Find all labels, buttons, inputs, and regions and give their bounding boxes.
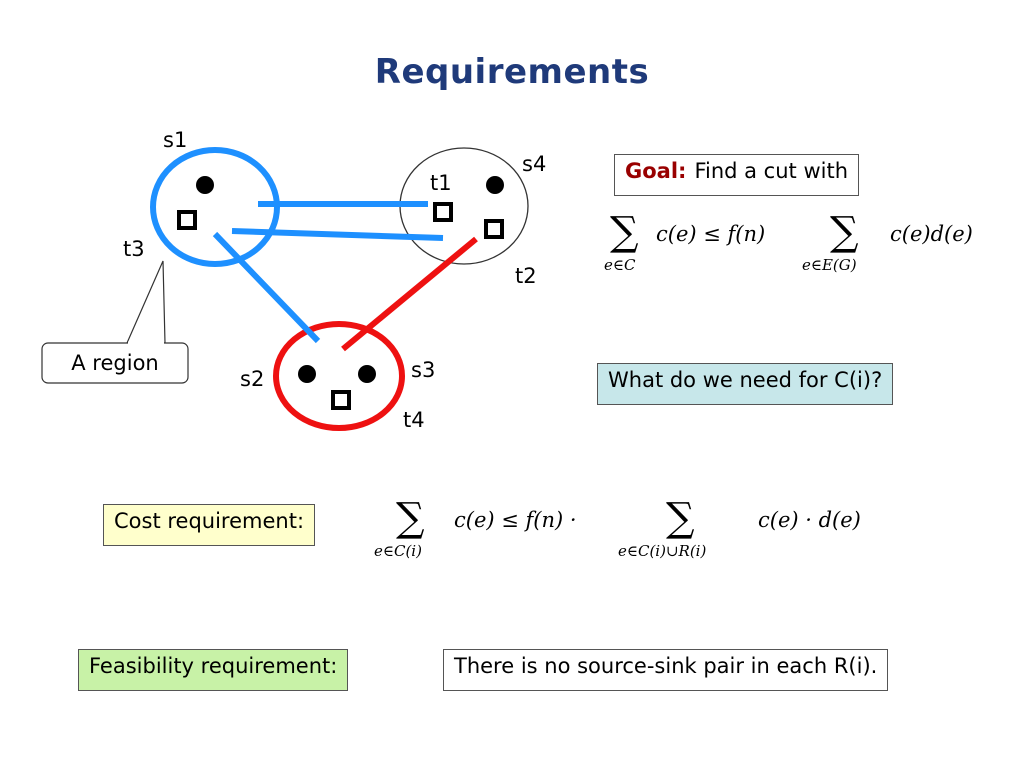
sink-square-t1 bbox=[433, 202, 453, 222]
source-dot-s2 bbox=[298, 365, 316, 383]
node-label-s4: s4 bbox=[522, 152, 547, 176]
node-label-s3: s3 bbox=[411, 358, 436, 382]
red-region bbox=[273, 321, 405, 431]
sum-symbol: ∑ bbox=[830, 209, 859, 255]
question-box: What do we need for C(i)? bbox=[597, 363, 894, 405]
feasibility-requirement-label: Feasibility requirement: bbox=[78, 649, 349, 691]
cost-lhs: c(e) ≤ f(n) · bbox=[454, 508, 577, 532]
goal-box: Goal: Find a cut with bbox=[614, 154, 859, 196]
cost-rhs: c(e) · d(e) bbox=[758, 508, 861, 532]
source-dot-s4 bbox=[486, 176, 504, 194]
source-dot-s3 bbox=[358, 365, 376, 383]
cost-sum1-sub: e∈C(i) bbox=[374, 542, 422, 560]
node-label-s1: s1 bbox=[163, 128, 188, 152]
sink-square-t4 bbox=[331, 390, 351, 410]
goal-prefix: Goal: bbox=[625, 159, 687, 183]
sink-square-t2 bbox=[484, 219, 504, 239]
sum-symbol: ∑ bbox=[610, 209, 639, 255]
feasibility-statement: There is no source-sink pair in each R(i… bbox=[443, 649, 889, 691]
blue-edge bbox=[212, 231, 321, 344]
cost-requirement-label: Cost requirement: bbox=[103, 504, 316, 546]
goal-lhs: c(e) ≤ f(n) bbox=[656, 222, 766, 246]
sum-symbol: ∑ bbox=[666, 495, 695, 541]
red-edge bbox=[341, 236, 478, 352]
callout-pointer bbox=[126, 260, 166, 344]
node-label-s2: s2 bbox=[240, 367, 265, 391]
cost-sum2-sub: e∈C(i)∪R(i) bbox=[618, 542, 707, 560]
sink-square-t3 bbox=[177, 210, 197, 230]
goal-text: Find a cut with bbox=[694, 159, 848, 183]
callout-box bbox=[41, 342, 189, 384]
blue-edge bbox=[231, 228, 444, 241]
node-label-t4: t4 bbox=[403, 408, 425, 432]
node-label-t3: t3 bbox=[123, 237, 145, 261]
source-dot-s1 bbox=[196, 176, 214, 194]
goal-sum2-sub: e∈E(G) bbox=[802, 256, 857, 274]
node-label-t1: t1 bbox=[430, 171, 452, 195]
callout-text: A region bbox=[71, 351, 159, 375]
goal-sum1-sub: e∈C bbox=[604, 256, 636, 274]
slide-title: Requirements bbox=[374, 52, 650, 92]
node-label-t2: t2 bbox=[515, 264, 537, 288]
goal-rhs: c(e)d(e) bbox=[890, 222, 973, 246]
sum-symbol: ∑ bbox=[396, 495, 425, 541]
